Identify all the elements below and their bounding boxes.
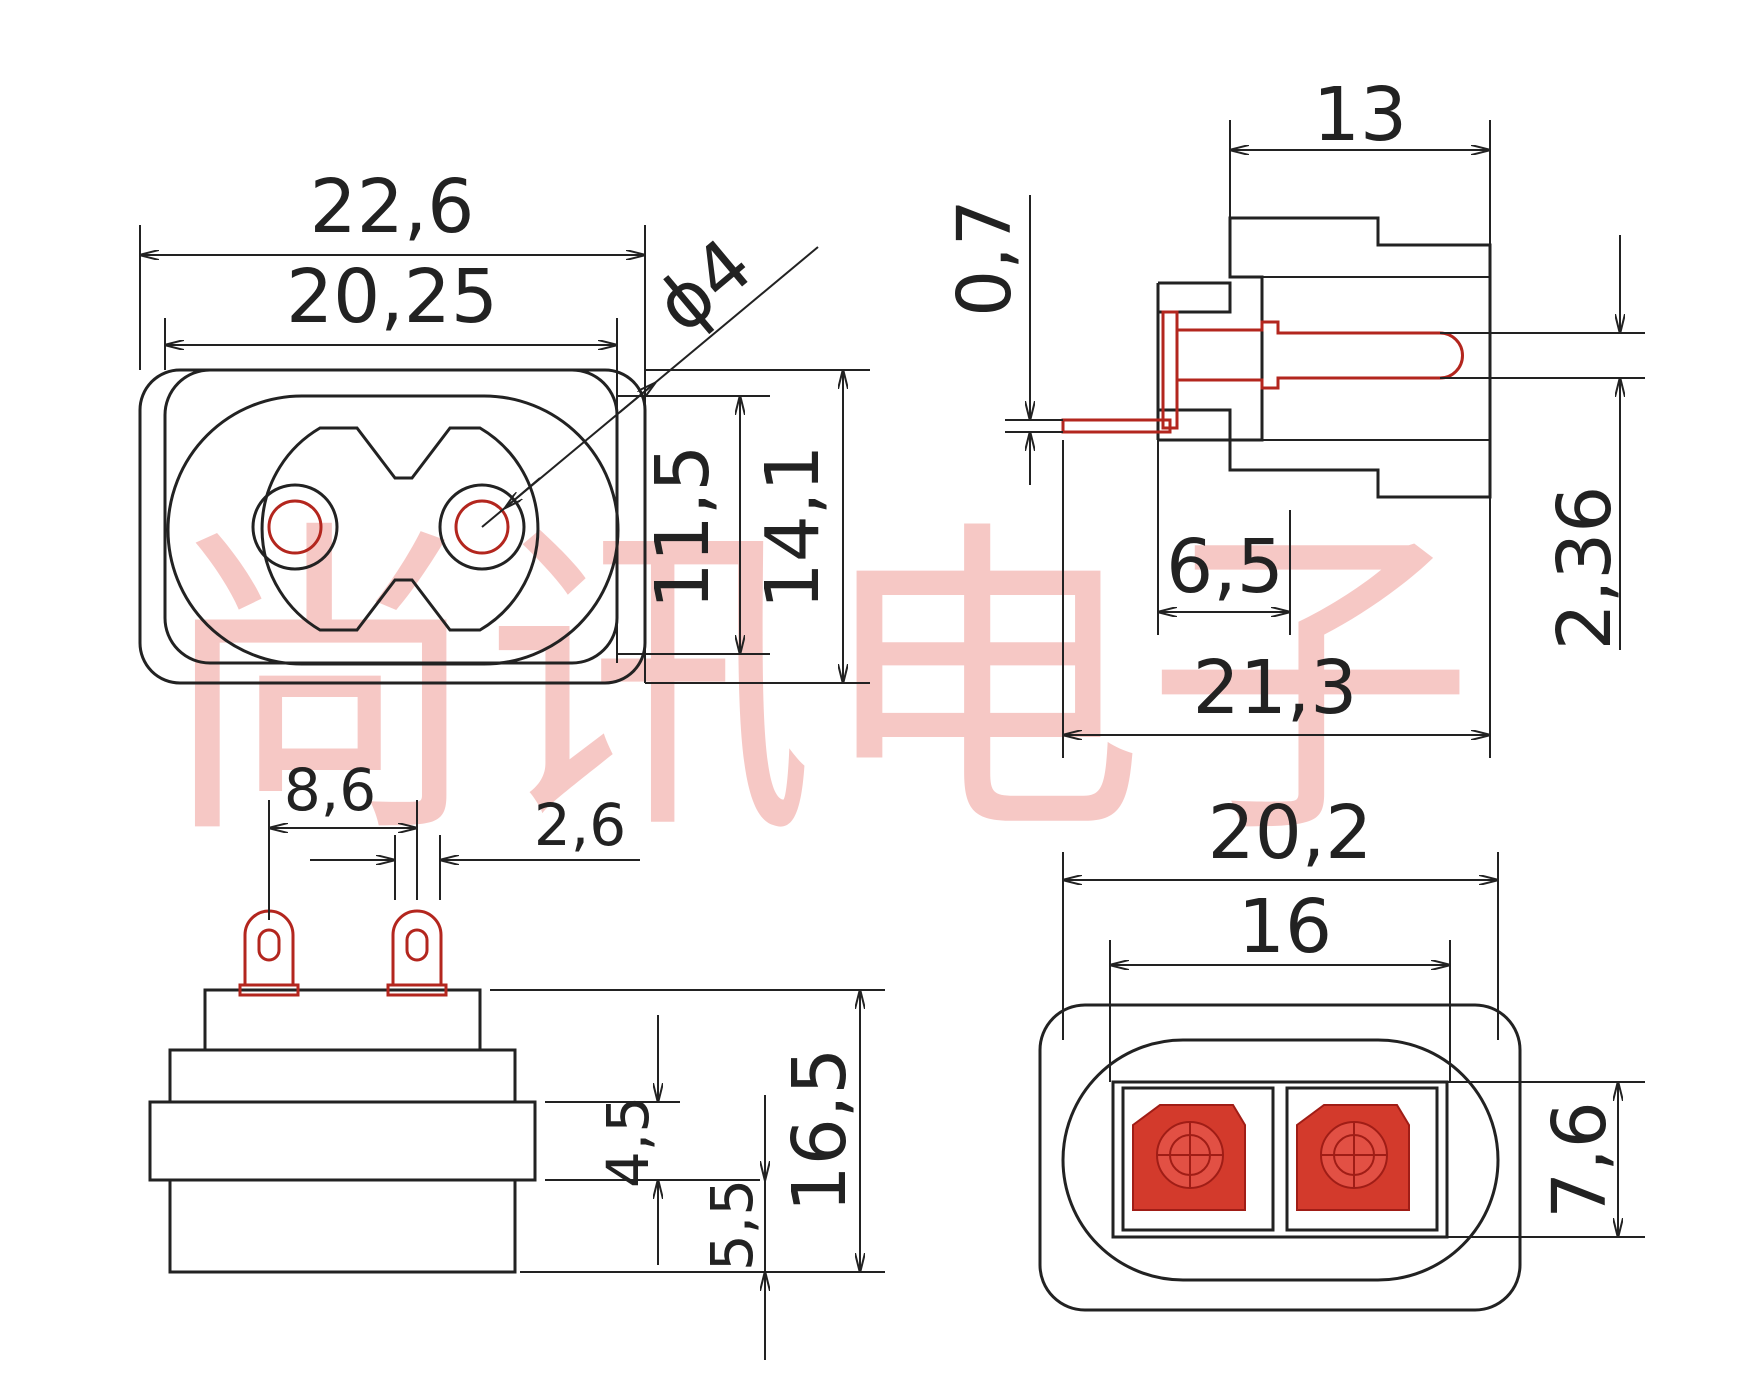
watermark: 尚讯电子	[155, 494, 1475, 878]
bottom-flange	[148, 1100, 537, 1182]
bottom-mid-block	[168, 1048, 517, 1104]
dim-side-depth: 13	[1313, 72, 1407, 158]
front-pin-left	[267, 499, 323, 555]
dim-rear-inner-width: 16	[1238, 884, 1332, 970]
dim-front-outer-width: 22,6	[310, 164, 475, 250]
bottom-top-block	[203, 988, 482, 1052]
front-pin-right	[454, 499, 510, 555]
front-pin-right-ring	[438, 483, 526, 571]
watermark-text: 尚讯电子	[155, 494, 1475, 878]
bottom-view: 8,6 2,6 16,5 4,5 5,5	[148, 756, 885, 1360]
rear-outer-body	[1038, 1003, 1522, 1312]
dim-front-inner-width: 20,25	[286, 254, 498, 340]
dim-front-outer-height: 14,1	[750, 445, 836, 610]
side-body-inner-lines	[1262, 276, 1490, 441]
side-pin	[1175, 320, 1464, 390]
side-flange-plate	[1161, 310, 1179, 430]
rear-terminal-box-left	[1121, 1086, 1275, 1232]
side-view: 13 0,7 2,36 6,5 21,3	[942, 72, 1645, 758]
side-body	[1228, 216, 1492, 499]
bottom-pin-left	[243, 909, 295, 985]
front-pin-left-ring	[251, 483, 339, 571]
rear-view: 20,2 16 7,6	[1038, 790, 1645, 1312]
dim-front-inner-height: 11,5	[640, 445, 726, 610]
front-c8-socket	[260, 426, 540, 632]
side-flange	[1156, 281, 1232, 442]
dim-bottom-step: 4,5	[594, 1096, 662, 1188]
dim-bottom-base: 5,5	[698, 1179, 766, 1271]
dim-side-total-length: 21,3	[1193, 645, 1358, 731]
dim-rear-height: 7,6	[1537, 1101, 1623, 1219]
side-solder-tab	[1061, 418, 1172, 434]
dim-bottom-height: 16,5	[777, 1048, 863, 1213]
dim-bottom-pin-width: 2,6	[534, 791, 626, 859]
bottom-base-block	[168, 1178, 517, 1274]
dim-pin-diameter: ϕ4	[640, 222, 769, 350]
dim-side-flange: 0,7	[942, 199, 1028, 317]
dim-side-pin-length: 6,5	[1166, 524, 1284, 610]
rear-oval	[1061, 1038, 1500, 1282]
bottom-pin-right	[391, 909, 443, 985]
dim-side-pin-height: 2,36	[1542, 486, 1628, 651]
dim-bottom-pitch: 8,6	[284, 756, 376, 824]
dim-rear-outer-width: 20,2	[1208, 790, 1373, 876]
rear-terminal-frame	[1111, 1080, 1449, 1239]
rear-terminal-box-right	[1285, 1086, 1439, 1232]
